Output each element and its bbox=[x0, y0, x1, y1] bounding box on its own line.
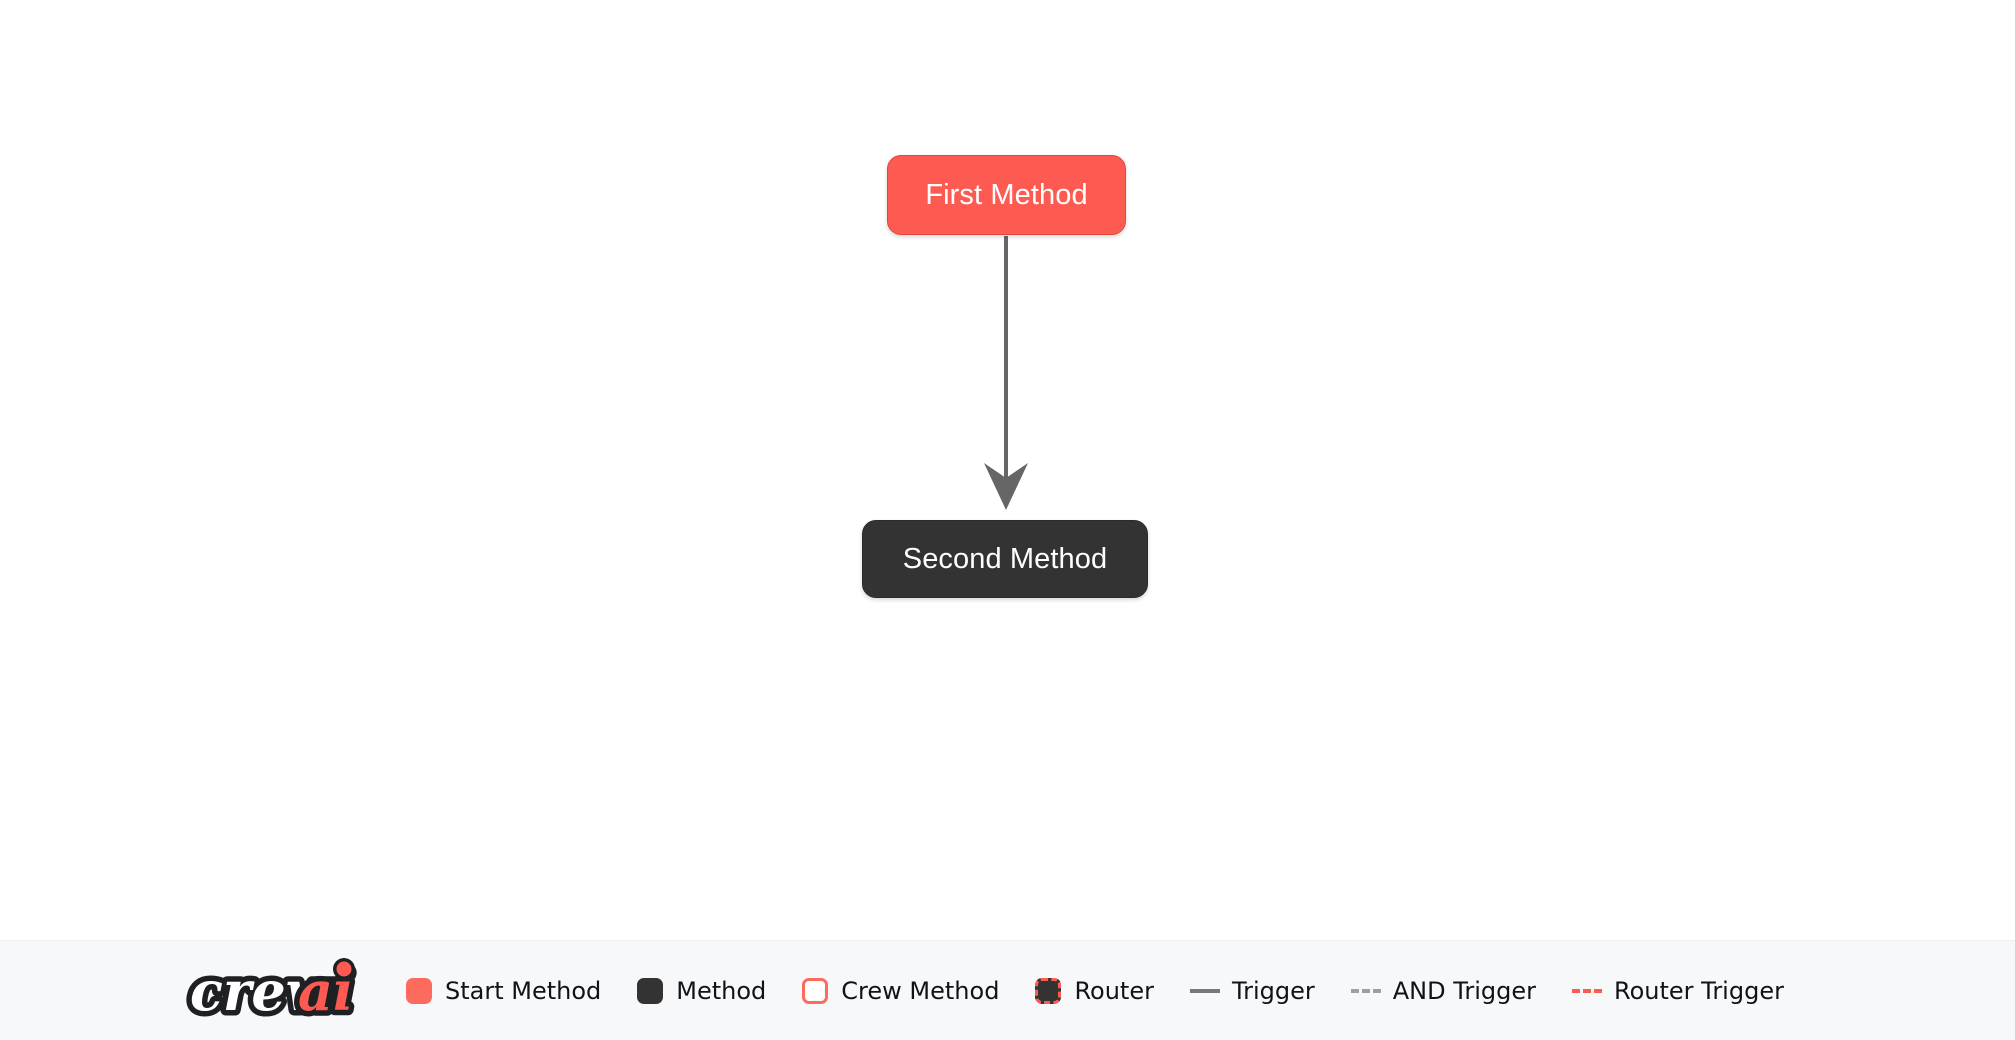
legend-items: Start Method Method Crew Method Router T… bbox=[406, 976, 1784, 1005]
crew-method-swatch-icon bbox=[802, 977, 829, 1004]
arrowhead-icon bbox=[984, 463, 1028, 510]
node-label: Second Method bbox=[902, 542, 1108, 575]
logo-dot-icon bbox=[336, 961, 352, 976]
and-trigger-line-icon bbox=[1350, 988, 1381, 993]
crewai-logo-mark: crew crew ai ai bbox=[186, 956, 359, 1026]
method-swatch-icon bbox=[637, 977, 664, 1004]
node-label: First Method bbox=[925, 178, 1088, 211]
legend-item-crew-method[interactable]: Crew Method bbox=[802, 976, 1000, 1005]
legend-item-router-trigger[interactable]: Router Trigger bbox=[1572, 979, 1784, 1003]
flow-canvas[interactable]: First Method Second Method bbox=[0, 0, 2015, 940]
legend-label: Trigger bbox=[1231, 976, 1315, 1005]
legend-item-and-trigger[interactable]: AND Trigger bbox=[1350, 976, 1537, 1005]
legend-label: Router Trigger bbox=[1614, 976, 1784, 1005]
legend-label: Start Method bbox=[445, 976, 602, 1005]
legend-bar: crew crew ai ai Start Method Method bbox=[0, 940, 2015, 1040]
legend-item-trigger[interactable]: Trigger bbox=[1189, 976, 1315, 1005]
node-first-method[interactable]: First Method bbox=[887, 155, 1126, 235]
legend-label: Router bbox=[1074, 976, 1154, 1005]
start-method-swatch-icon bbox=[406, 977, 432, 1004]
legend-item-start-method[interactable]: Start Method bbox=[406, 976, 602, 1005]
legend-label: Crew Method bbox=[841, 976, 1000, 1005]
router-swatch-icon bbox=[1035, 977, 1062, 1004]
logo-outline-crew: crew bbox=[190, 959, 335, 1023]
legend-label: AND Trigger bbox=[1392, 976, 1537, 1005]
legend-item-method[interactable]: Method bbox=[637, 976, 767, 1005]
trigger-line-icon bbox=[1189, 988, 1220, 993]
node-second-method[interactable]: Second Method bbox=[862, 520, 1148, 598]
legend-label: Method bbox=[676, 976, 767, 1005]
edge-layer bbox=[984, 236, 1028, 510]
logo-text-crew: crew bbox=[190, 959, 335, 1023]
legend-item-router[interactable]: Router bbox=[1035, 976, 1154, 1005]
edge-first-to-second bbox=[984, 236, 1028, 510]
crewai-logo[interactable]: crew crew ai ai bbox=[186, 956, 364, 1026]
router-trigger-line-icon bbox=[1572, 988, 1603, 993]
